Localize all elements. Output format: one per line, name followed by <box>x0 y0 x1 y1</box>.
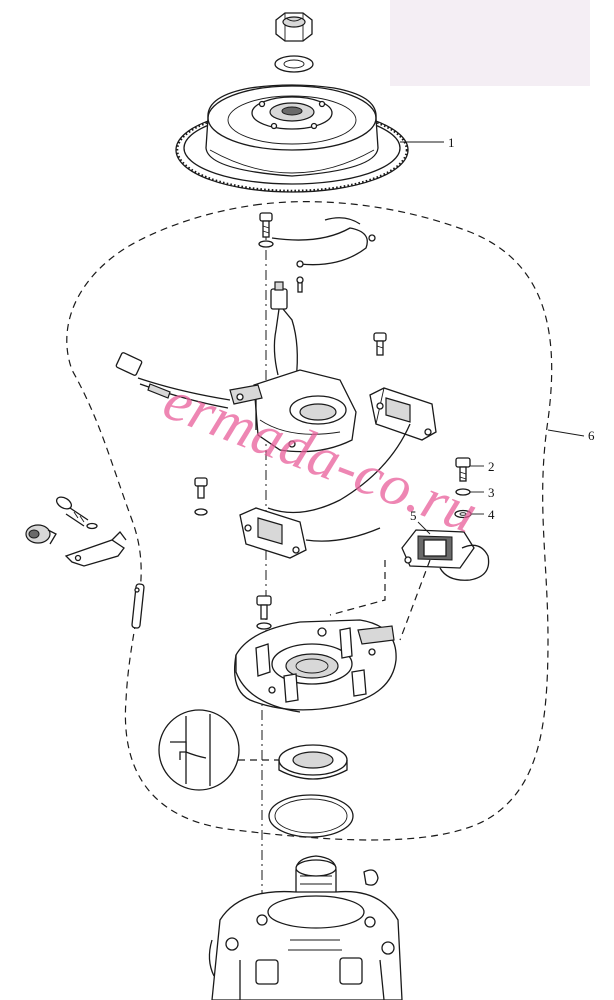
callout-number: 3 <box>488 485 495 500</box>
corner-artifact <box>390 0 590 86</box>
callout-number: 4 <box>488 507 495 522</box>
o-ring <box>268 794 354 838</box>
base-plate-screw <box>256 595 272 630</box>
detail-inset <box>158 709 282 791</box>
flywheel <box>175 84 409 193</box>
ignition-coil-left <box>239 507 381 559</box>
coil-screw-left <box>194 477 208 516</box>
throttle-link-bracket <box>64 531 127 567</box>
small-key <box>363 869 379 886</box>
stator-base-plate <box>233 619 397 713</box>
callout-3: 3 <box>470 485 495 500</box>
callout-5: 5 <box>410 508 431 535</box>
callout-number: 2 <box>488 459 495 474</box>
lead-wire-connector <box>115 352 231 409</box>
ignition-coil-right <box>267 387 437 514</box>
callout-number: 5 <box>410 508 417 523</box>
wire-connector-upper <box>270 281 298 381</box>
wire-route-dash <box>329 559 431 641</box>
callout-1: 1 <box>400 135 455 150</box>
flywheel-washer <box>274 55 314 73</box>
kit-boundary-outline <box>66 201 553 841</box>
callout-number: 6 <box>588 428 595 443</box>
left-screw-small <box>55 496 98 530</box>
coil-screw-right <box>373 332 387 356</box>
crankshaft-boss <box>295 855 337 901</box>
callout-6: 6 <box>547 428 595 443</box>
wire-clamp-bracket <box>271 217 376 268</box>
small-pin <box>296 276 304 293</box>
callout-4: 4 <box>471 507 495 522</box>
stator-collar <box>278 744 348 780</box>
flywheel-nut <box>275 12 313 42</box>
exciter-coil <box>401 529 490 581</box>
link-rod <box>131 583 145 629</box>
crankcase-block <box>208 890 403 1000</box>
callout-number: 1 <box>448 135 455 150</box>
charge-coil-assembly <box>229 369 357 453</box>
callout-2: 2 <box>470 459 495 474</box>
upper-screw <box>258 212 274 248</box>
left-cap-nut <box>25 524 57 545</box>
exciter-screw <box>455 457 471 482</box>
